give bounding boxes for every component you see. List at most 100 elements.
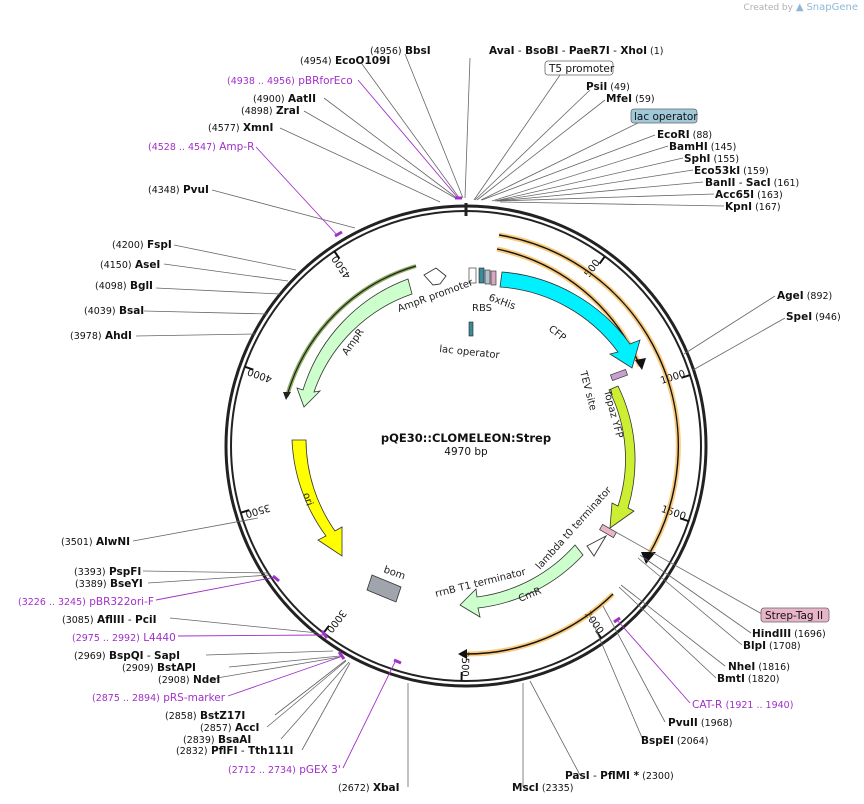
enzyme-bseyi-label: (3389) BseYI	[75, 578, 143, 590]
tick-mark-3500	[240, 509, 250, 514]
orf-arc-outer-line	[498, 234, 679, 557]
enzyme-position: (4348)	[148, 185, 180, 196]
primer-l4440-label: (2975 .. 2992) L4440	[72, 632, 176, 644]
enzyme-bmti-label: BmtI (1820)	[717, 673, 779, 685]
enzyme-name-extra: XhoI	[620, 45, 647, 57]
enzyme-banii-label: BanII - SacI (161)	[705, 177, 799, 189]
cfp-label: CFP	[546, 324, 568, 344]
primer-name: pGEX 3'	[299, 764, 341, 776]
enzyme-name: PspFI	[109, 566, 141, 578]
enzyme-position: (4900)	[253, 94, 285, 105]
primer-name: Amp-R	[219, 141, 254, 153]
enzyme-pspfi-label: (3393) PspFI	[74, 566, 141, 578]
enzyme-name: MfeI	[606, 93, 632, 105]
primer-range: (2975 .. 2992)	[72, 633, 140, 644]
primer-name: pBRforEco	[298, 75, 352, 87]
primer-leaders	[155, 79, 691, 769]
enzyme-xbai-label: (2672) XbaI	[338, 782, 400, 794]
enzyme-position: (1708)	[766, 641, 801, 652]
rbs-box	[484, 269, 491, 285]
cfp-arrow	[499, 271, 641, 369]
enzyme-name-extra: SacI	[746, 177, 771, 189]
cmr-arrow	[459, 544, 584, 618]
primer-range: (1921 .. 1940)	[726, 700, 794, 711]
enzyme-position: (1)	[647, 46, 663, 57]
primer-amp-r-label: (4528 .. 4547) Amp-R	[148, 141, 254, 153]
separator: -	[144, 650, 154, 662]
enzyme-eco53ki-label: Eco53kI (159)	[694, 165, 769, 177]
enzyme-name: BsaAI	[218, 734, 251, 746]
bom-box	[366, 574, 402, 603]
enzyme-position: (2858)	[165, 711, 197, 722]
orf-arc-cat-line	[463, 593, 614, 655]
primer-cat-r-label: CAT-R (1921 .. 1940)	[692, 699, 793, 711]
enzyme-position: (4150)	[100, 260, 132, 271]
enzyme-name: ZraI	[276, 105, 300, 117]
his-tag-box	[490, 270, 497, 286]
enzyme-name: AvaI	[489, 45, 515, 57]
enzyme-name: Acc65I	[715, 189, 754, 201]
tev-label: TEV site	[577, 369, 598, 412]
enzyme-name-extra: PaeR7I	[569, 45, 610, 57]
enzyme-name: KpnI	[725, 201, 752, 213]
enzyme-name: AseI	[135, 259, 160, 271]
enzyme-name: BstZ17I	[200, 710, 245, 722]
enzyme-position: (4577)	[208, 123, 240, 134]
tick-label-3000: 3000	[324, 607, 348, 634]
enzyme-name: MscI	[512, 782, 539, 794]
separator: -	[735, 177, 745, 189]
separator: -	[515, 45, 525, 57]
enzyme-position: (2839)	[183, 735, 215, 746]
enzyme-position: (4954)	[300, 56, 332, 67]
enzyme-acci-label: (2857) AccI	[200, 722, 259, 734]
enzyme-name: NheI	[728, 661, 755, 673]
primer-name: L4440	[143, 632, 176, 644]
primer-label-layer: (4938 .. 4956) pBRforEco(4528 .. 4547) A…	[18, 75, 793, 776]
enzyme-position: (1820)	[745, 674, 780, 685]
enzyme-avai-label: AvaI - BsoBI - PaeR7I - XhoI (1)	[489, 45, 664, 57]
strep-tag	[599, 523, 617, 539]
enzyme-position: (59)	[632, 94, 655, 105]
lac-operator-label: lac operator	[439, 344, 501, 361]
enzyme-hindiii-label: HindIII (1696)	[752, 628, 826, 640]
enzyme-position: (1696)	[791, 629, 826, 640]
enzyme-name-extra: Tth111I	[248, 745, 293, 757]
enzyme-blpi-label: BlpI (1708)	[743, 640, 801, 652]
separator: -	[558, 45, 568, 57]
ori-label: ori	[300, 492, 314, 508]
primer-name: CAT-R	[692, 699, 722, 711]
enzyme-name: AlwNI	[96, 536, 130, 548]
created-by-text: Created by	[743, 3, 793, 13]
enzyme-leaders	[132, 53, 786, 787]
t5-promoter-tag: T5 promoter	[473, 60, 615, 201]
lac-operator-tag: lac operator	[480, 108, 698, 201]
snapgene-brand-text: SnapGene	[806, 2, 858, 13]
enzyme-name: HindIII	[752, 628, 791, 640]
enzyme-position: (163)	[754, 190, 783, 201]
enzyme-position: (88)	[690, 130, 713, 141]
enzyme-position: (2969)	[74, 651, 106, 662]
enzyme-bstz17i-label: (2858) BstZ17I	[165, 710, 245, 722]
enzyme-bgli-label: (4098) BglI	[95, 280, 153, 292]
enzyme-spei-label: SpeI (946)	[786, 311, 841, 323]
strep-tag-text: Strep-Tag II	[765, 610, 823, 622]
enzyme-nhei-label: NheI (1816)	[728, 661, 790, 673]
lac-operator-1	[478, 267, 485, 284]
ampr-arrow	[296, 278, 413, 408]
enzyme-position: (946)	[812, 312, 841, 323]
enzyme-pvui-label: (4348) PvuI	[148, 184, 209, 196]
enzyme-position: (3501)	[61, 537, 93, 548]
enzyme-sphi-label: SphI (155)	[684, 153, 739, 165]
enzyme-position: (4200)	[112, 240, 144, 251]
enzyme-position: (49)	[607, 82, 630, 93]
enzyme-name: BamHI	[669, 141, 708, 153]
enzyme-name: NdeI	[193, 674, 220, 686]
tick-mark-1000	[681, 374, 691, 379]
separator: -	[610, 45, 620, 57]
enzyme-position: (159)	[740, 166, 769, 177]
enzyme-position: (1816)	[755, 662, 790, 673]
tick-mark-500	[598, 255, 606, 265]
enzyme-name: EcoO109I	[335, 55, 390, 67]
primer-name: pRS-marker	[163, 692, 226, 704]
